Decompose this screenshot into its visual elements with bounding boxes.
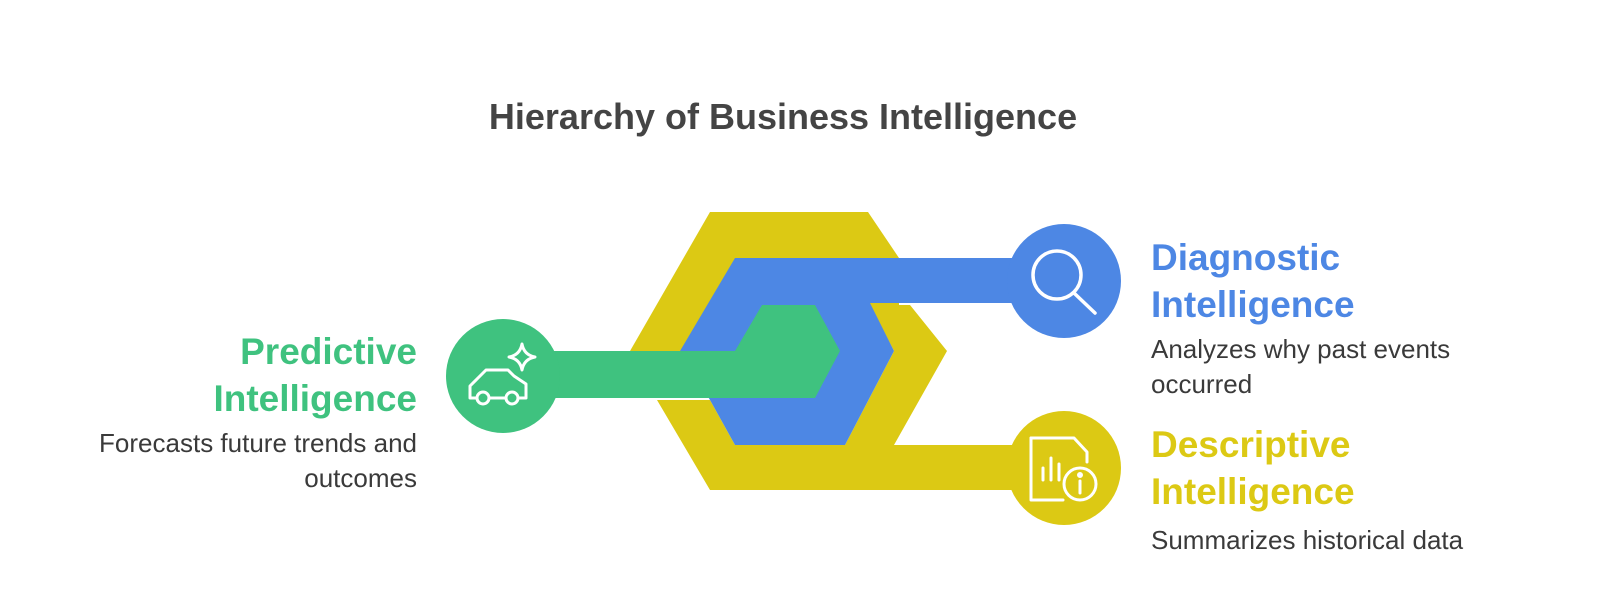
diagnostic-description-line2: occurred: [1151, 369, 1253, 399]
diagnostic-heading: Diagnostic Intelligence: [1151, 234, 1591, 328]
descriptive-label: Descriptive Intelligence Summarizes hist…: [1151, 421, 1591, 558]
diagnostic-description-line1: Analyzes why past events: [1151, 334, 1451, 364]
predictive-heading-line2: Intelligence: [213, 378, 417, 419]
predictive-label: Predictive Intelligence Forecasts future…: [37, 328, 417, 496]
car-sparkle-icon: [468, 342, 537, 406]
page-title: Hierarchy of Business Intelligence: [488, 96, 1078, 137]
diagnostic-heading-line1: Diagnostic: [1151, 237, 1341, 278]
predictive-shape: [446, 305, 840, 433]
predictive-description: Forecasts future trends and outcomes: [37, 426, 417, 496]
diagnostic-label: Diagnostic Intelligence Analyzes why pas…: [1151, 234, 1591, 402]
diagnostic-description: Analyzes why past events occurred: [1151, 332, 1591, 402]
descriptive-heading: Descriptive Intelligence: [1151, 421, 1591, 515]
descriptive-description-line1: Summarizes historical data: [1151, 525, 1464, 555]
descriptive-description: Summarizes historical data: [1151, 523, 1591, 558]
predictive-heading: Predictive Intelligence: [37, 328, 417, 422]
predictive-heading-line1: Predictive: [240, 331, 417, 372]
predictive-description-line1: Forecasts future trends and: [99, 428, 417, 458]
descriptive-heading-line2: Intelligence: [1151, 471, 1355, 512]
predictive-description-line2: outcomes: [304, 463, 417, 493]
diagnostic-heading-line2: Intelligence: [1151, 284, 1355, 325]
descriptive-heading-line1: Descriptive: [1151, 424, 1351, 465]
magnifier-icon: [1031, 249, 1097, 315]
document-chart-info-icon: [1029, 436, 1098, 502]
